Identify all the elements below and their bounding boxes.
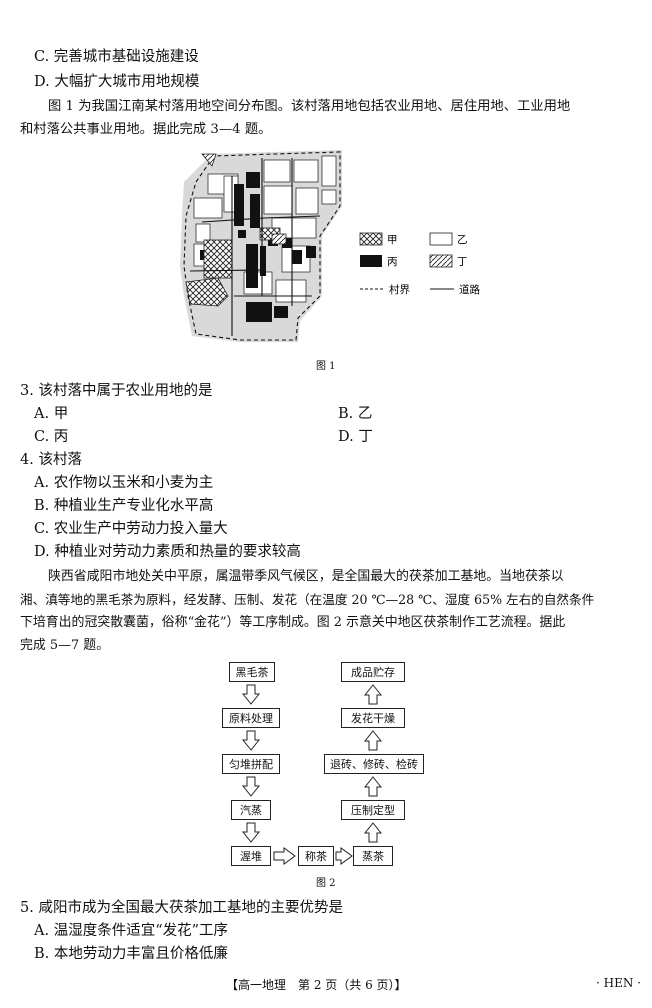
flow-step-raw-processing: 原料处理 (222, 708, 280, 728)
arrow-down-icon (241, 822, 261, 843)
arrow-right-icon (335, 847, 353, 865)
figure2-caption: 图 2 (316, 878, 336, 889)
q4-option-b[interactable]: B. 种植业生产专业化水平高 (34, 498, 214, 514)
q4-option-c[interactable]: C. 农业生产中劳动力投入量大 (34, 521, 228, 537)
option-d-prev: D. 大幅扩大城市用地规模 (34, 74, 200, 90)
q5-option-b[interactable]: B. 本地劳动力丰富且价格低廉 (34, 946, 228, 962)
legend-jia-swatch (359, 232, 383, 246)
legend-bing-swatch (360, 255, 382, 267)
flow-step-weighing: 称茶 (298, 846, 334, 866)
legend-yi-label: 乙 (457, 234, 468, 246)
arrow-up-icon (363, 822, 383, 843)
flow-step-pressing: 压制定型 (341, 800, 405, 820)
q3-stem: 3. 该村落中属于农业用地的是 (20, 383, 213, 399)
village-boundary (183, 151, 341, 341)
figure1-map: 甲 乙 丙 丁 村界 道路 (180, 150, 480, 342)
flow-step-piling: 渥堆 (231, 846, 271, 866)
arrow-down-icon (241, 730, 261, 751)
flow-step-black-tea: 黑毛茶 (229, 662, 275, 682)
footer-code: · HEN · (596, 976, 641, 990)
q5-option-a[interactable]: A. 温湿度条件适宜“发花”工序 (34, 923, 229, 939)
flow-step-storage: 成品贮存 (341, 662, 405, 682)
flow-step-brick-check: 退砖、修砖、检砖 (324, 754, 424, 774)
jia-blocks (185, 227, 281, 307)
intro-5-7-line2: 湘、滇等地的黑毛茶为原料，经发酵、压制、发花（在温度 20 ℃—28 ℃、湿度 … (20, 592, 595, 607)
flow-arrows (241, 684, 383, 865)
page-footer: 【高一地理 第 2 页（共 6 页）】 (226, 978, 407, 992)
q3-option-a[interactable]: A. 甲 (34, 406, 69, 422)
arrow-up-icon (363, 730, 383, 751)
arrow-right-icon (273, 847, 296, 865)
legend-jia-label: 甲 (387, 234, 398, 246)
legend-ding-swatch (429, 254, 453, 268)
bing-blocks (200, 172, 316, 322)
legend-boundary-label: 村界 (389, 283, 410, 296)
q3-option-c[interactable]: C. 丙 (34, 429, 69, 445)
flow-step-steam-tea: 蒸茶 (353, 846, 393, 866)
legend-bing-label: 丙 (387, 256, 398, 268)
legend-road-label: 道路 (459, 283, 480, 296)
intro-5-7-line3: 下培育出的冠突散囊菌，俗称“金花”）等工序制成。图 2 示意关中地区茯茶制作工艺… (20, 615, 566, 630)
q4-option-d[interactable]: D. 种植业对劳动力素质和热量的要求较高 (34, 544, 301, 560)
q3-option-b[interactable]: B. 乙 (338, 406, 373, 422)
flow-step-flowering-drying: 发花干燥 (341, 708, 405, 728)
intro-3-4-line1: 图 1 为我国江南某村落用地空间分布图。该村落用地包括农业用地、居住用地、工业用… (48, 99, 571, 114)
q5-stem: 5. 咸阳市成为全国最大茯茶加工基地的主要优势是 (20, 900, 343, 916)
q4-stem: 4. 该村落 (20, 452, 82, 468)
arrow-up-icon (363, 684, 383, 705)
q4-option-a[interactable]: A. 农作物以玉米和小麦为主 (34, 475, 214, 491)
legend: 甲 乙 丙 丁 村界 道路 (359, 232, 480, 296)
arrow-up-icon (363, 776, 383, 797)
ding-blocks (201, 153, 287, 245)
intro-5-7-line1: 陕西省咸阳市地处关中平原，属温带季风气候区，是全国最大的茯茶加工基地。当地茯茶以 (48, 569, 564, 584)
intro-5-7-line4: 完成 5—7 题。 (20, 638, 110, 653)
roads (189, 158, 321, 336)
legend-ding-label: 丁 (457, 256, 468, 268)
flow-step-blending: 匀堆拼配 (222, 754, 280, 774)
flow-step-steaming: 汽蒸 (231, 800, 271, 820)
arrow-down-icon (241, 684, 261, 705)
figure1-caption: 图 1 (316, 361, 336, 372)
legend-yi-swatch (429, 232, 453, 246)
option-c-prev: C. 完善城市基础设施建设 (34, 49, 199, 65)
intro-3-4-line2: 和村落公共事业用地。据此完成 3—4 题。 (20, 122, 272, 137)
arrow-down-icon (241, 776, 261, 797)
q3-option-d[interactable]: D. 丁 (338, 429, 373, 445)
